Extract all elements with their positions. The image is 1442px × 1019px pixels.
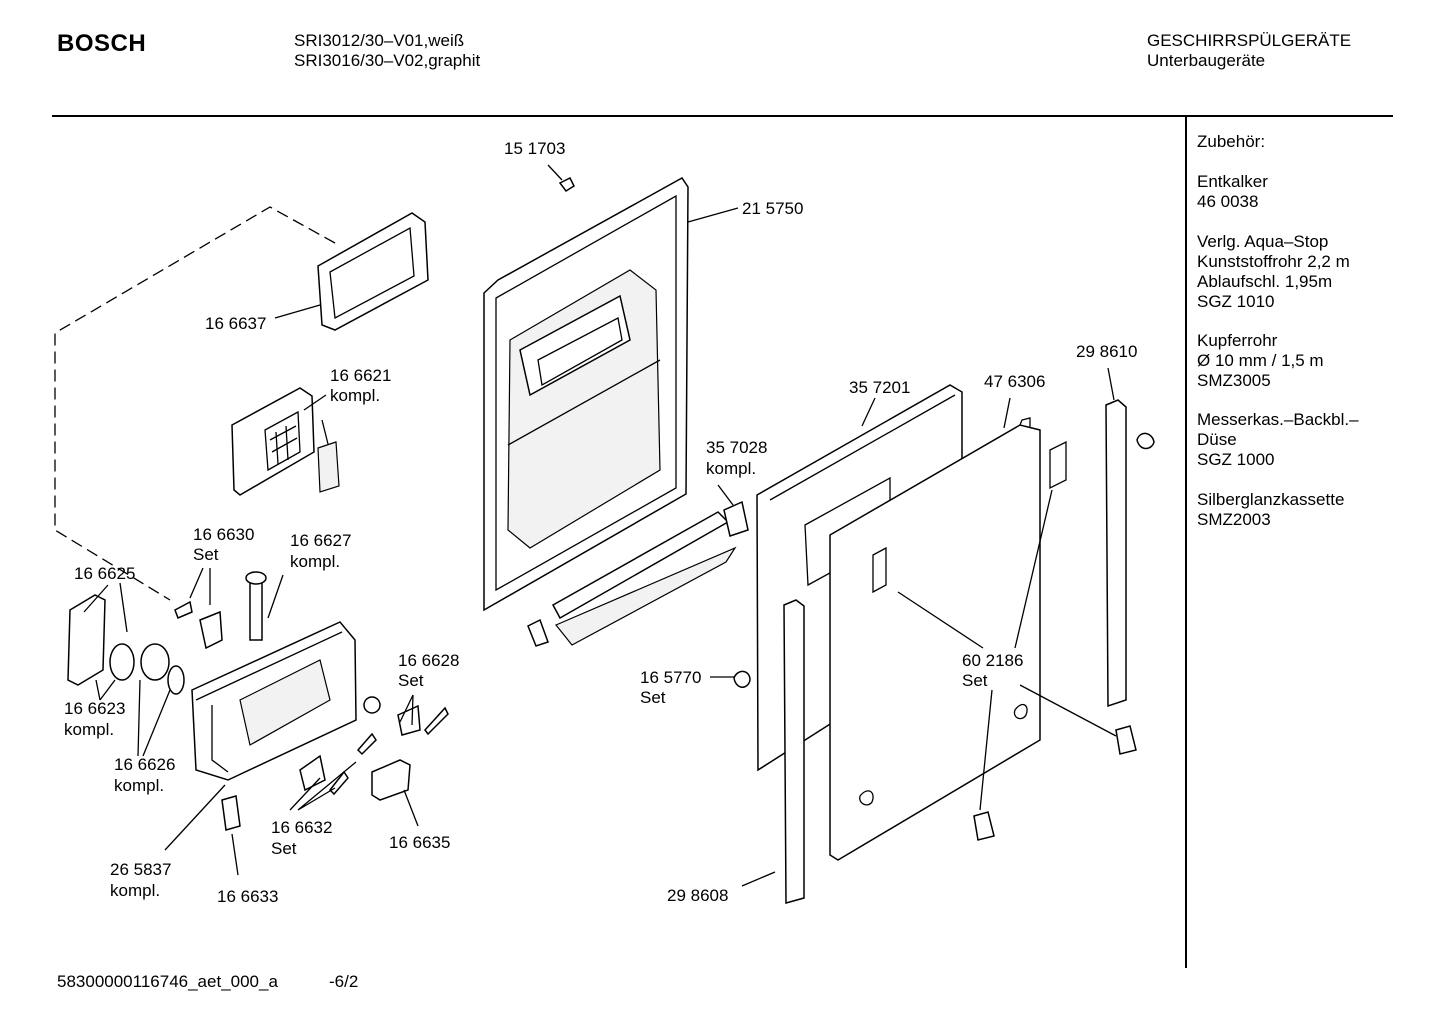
part-label: 16 6627 — [290, 531, 351, 550]
ring-part — [109, 643, 135, 681]
catch-part — [299, 754, 326, 792]
brand-logo: BOSCH — [57, 30, 147, 57]
part-label: 16 6628 — [398, 651, 459, 670]
page-number: -6/2 — [329, 972, 359, 991]
handle-frame — [67, 594, 106, 686]
part-label-sub: kompl. — [114, 776, 164, 795]
part-label-sub: kompl. — [290, 552, 340, 571]
document-id: 58300000116746_aet_000_a — [57, 972, 278, 991]
part-label-sub: Set — [193, 545, 219, 564]
decor-panel — [829, 417, 1067, 861]
part-label: 60 2186 — [962, 651, 1023, 670]
part-label-sub: kompl. — [706, 459, 756, 478]
accessory-item: Verlg. Aqua–Stop Kunststoffrohr 2,2 m Ab… — [1197, 232, 1350, 311]
sidebar-divider — [1185, 116, 1187, 968]
header-divider — [52, 115, 1393, 117]
ball-part — [363, 696, 381, 714]
spring-part — [356, 732, 377, 756]
part-label: 16 6630 — [193, 525, 254, 544]
side-strip-left — [783, 599, 805, 904]
part-label-sub: kompl. — [64, 720, 114, 739]
category-title: GESCHIRRSPÜLGERÄTE — [1147, 31, 1352, 50]
hinge-rail — [527, 500, 749, 647]
seal-ring-part — [167, 665, 185, 695]
screw-part — [558, 176, 575, 193]
part-label-sub: Set — [962, 671, 988, 690]
category-subtitle: Unterbaugeräte — [1147, 51, 1266, 70]
part-label: 35 7028 — [706, 438, 767, 457]
side-strip-right — [1105, 399, 1127, 708]
model-line-2: SRI3016/30–V02,graphit — [294, 51, 481, 70]
part-label: 16 6632 — [271, 818, 332, 837]
switch-part — [371, 759, 411, 801]
part-label: 16 5770 — [640, 668, 701, 687]
accessory-item: Messerkas.–Backbl.– Düse SGZ 1000 — [1197, 410, 1359, 469]
accessories-heading: Zubehör: — [1197, 132, 1266, 151]
part-label: 21 5750 — [742, 199, 803, 218]
part-label: 15 1703 — [504, 139, 565, 158]
accessory-item: Entkalker 46 0038 — [1197, 172, 1268, 211]
part-label-sub: Set — [398, 671, 424, 690]
clip-part — [733, 670, 751, 688]
part-label-sub: Set — [640, 688, 666, 707]
part-label: 29 8608 — [667, 886, 728, 905]
spring-part — [424, 706, 449, 736]
frame-part — [317, 212, 429, 331]
part-label-sub: kompl. — [110, 881, 160, 900]
part-label: 29 8610 — [1076, 342, 1137, 361]
part-label: 16 6626 — [114, 755, 175, 774]
part-label: 16 6633 — [217, 887, 278, 906]
part-label: 35 7201 — [849, 378, 910, 397]
part-label: 16 6621 — [330, 366, 391, 385]
model-line-1: SRI3012/30–V01,weiß — [294, 31, 465, 50]
hinge-bracket — [1115, 725, 1137, 755]
part-label: 16 6623 — [64, 699, 125, 718]
leader-lines — [83, 164, 1117, 887]
part-label: 47 6306 — [984, 372, 1045, 391]
knob-part — [1136, 432, 1155, 450]
hinge-bracket — [973, 811, 995, 841]
bearing-part — [140, 643, 170, 681]
dashed-assembly-line — [54, 206, 336, 601]
accessory-item: Silberglanzkassette SMZ2003 — [1197, 490, 1345, 529]
part-label: 16 6625 — [74, 564, 135, 583]
part-label: 16 6637 — [205, 314, 266, 333]
inner-door-panel — [483, 177, 689, 612]
part-label-sub: kompl. — [330, 386, 380, 405]
accessory-item: Kupferrohr Ø 10 mm / 1,5 m SMZ3005 — [1197, 331, 1324, 390]
vent-housing-part — [231, 387, 340, 496]
part-label: 26 5837 — [110, 860, 171, 879]
part-label-sub: Set — [271, 839, 297, 858]
part-label: 16 6635 — [389, 833, 450, 852]
control-housing — [191, 621, 357, 781]
cap-part — [245, 571, 267, 585]
clip-part — [221, 795, 241, 831]
spring-part — [174, 600, 193, 619]
lever-part — [199, 610, 223, 650]
